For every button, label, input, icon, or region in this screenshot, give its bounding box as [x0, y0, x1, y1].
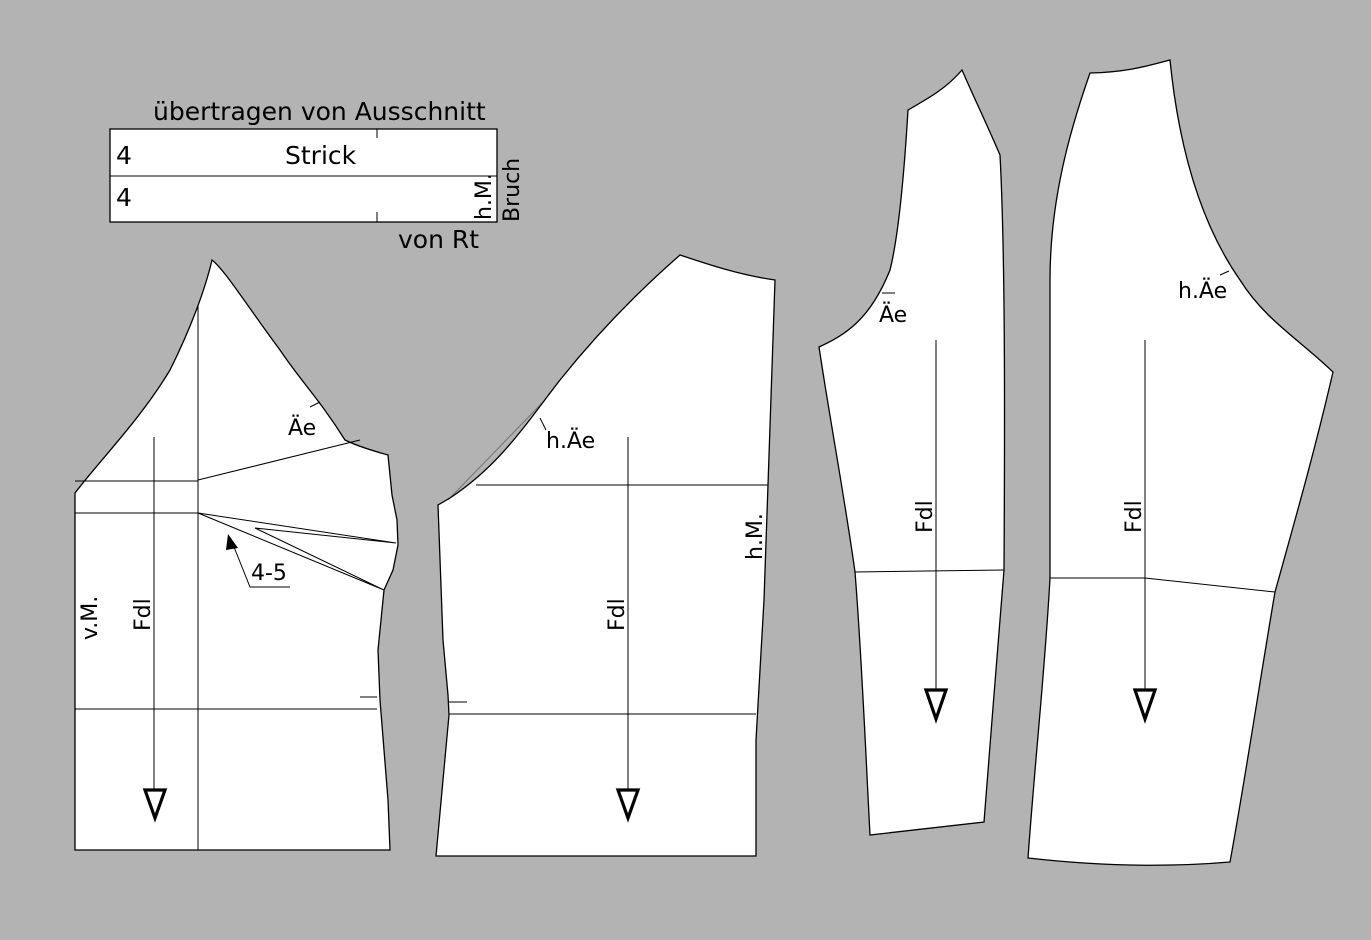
front-bodice-grain-label: Fdl	[131, 598, 156, 631]
back-bodice-armhole-tick	[539, 417, 547, 431]
neckband-strip: übertragen von Ausschnitt 4 Strick 4 h.M…	[109, 97, 525, 254]
strip-footer: von Rt	[398, 225, 479, 254]
back-sleeve-elbow-line-b	[1144, 577, 1276, 593]
back-bodice-piece: h.Äe h.M. Fdl	[435, 254, 776, 857]
dart-leader-line	[231, 541, 290, 588]
back-bodice-grain-arrow-icon	[615, 788, 641, 823]
front-bodice-grain-arrow-icon	[142, 788, 168, 823]
strip-row2-number: 4	[116, 183, 132, 212]
front-bodice-dart	[197, 512, 397, 591]
strip-fold-label: Bruch	[500, 158, 525, 222]
front-bodice-center-label: v.M.	[78, 596, 103, 640]
back-sleeve-piece: h.Äe Fdl	[1027, 59, 1334, 866]
front-bodice-armhole-line	[197, 439, 361, 481]
back-bodice-seam-guide	[447, 399, 546, 501]
front-bodice-outline	[74, 258, 399, 851]
back-bodice-center-label: h.M.	[743, 513, 768, 560]
front-sleeve-outline	[818, 68, 1006, 836]
front-sleeve-grain-arrow-icon	[923, 688, 949, 724]
front-sleeve-armhole-label: Äe	[879, 302, 907, 328]
front-sleeve-grain-label: Fdl	[913, 500, 938, 533]
back-bodice-outline	[435, 254, 776, 857]
strip-row1-number: 4	[116, 141, 132, 170]
back-sleeve-grain-arrow-icon	[1132, 688, 1158, 724]
front-bodice-armhole-tick	[309, 401, 321, 408]
strip-header: übertragen von Ausschnitt	[153, 97, 486, 126]
front-bodice-piece: Äe 4-5 v.M. Fdl	[74, 258, 399, 851]
back-sleeve-armhole-label: h.Äe	[1178, 278, 1227, 304]
strip-row1-label: Strick	[285, 141, 357, 170]
dart-arrow-icon	[226, 534, 238, 550]
back-sleeve-armhole-tick	[1219, 270, 1230, 276]
strip-center-back-mark: h.M.	[472, 173, 497, 220]
back-bodice-grain-label: Fdl	[605, 598, 630, 631]
back-bodice-armhole-label: h.Äe	[546, 428, 595, 454]
front-bodice-dart-label: 4-5	[251, 561, 287, 586]
front-sleeve-elbow-line	[854, 569, 1005, 573]
back-sleeve-outline	[1027, 59, 1334, 866]
front-sleeve-piece: Äe Fdl	[818, 68, 1006, 836]
front-bodice-armhole-label: Äe	[288, 415, 316, 441]
back-sleeve-grain-label: Fdl	[1122, 500, 1147, 533]
